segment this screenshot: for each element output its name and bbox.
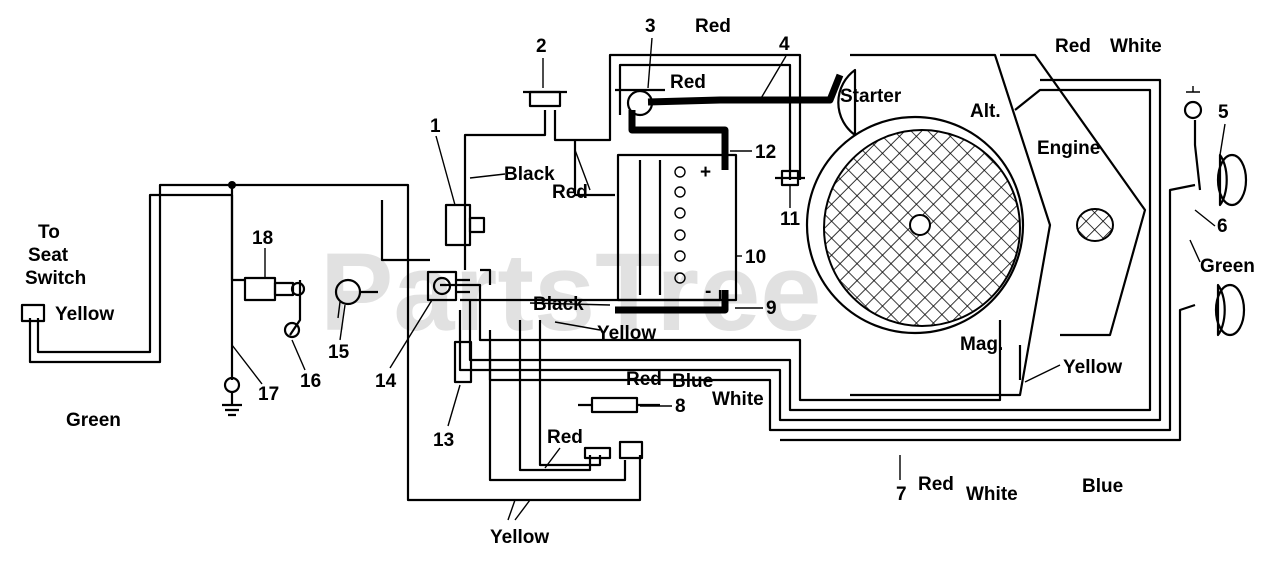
component-8 [578,396,660,414]
component-13 [453,340,473,384]
callout-1: 1 [430,116,441,137]
callout-numbers: 1 2 3 4 5 6 7 8 9 10 11 12 13 14 15 16 1… [252,16,1229,505]
callout-16: 16 [300,371,321,392]
callout-17: 17 [258,384,279,405]
callout-12: 12 [755,142,776,163]
ground-right [1183,86,1203,120]
label-white-bottom: White [966,484,1018,505]
component-2 [523,90,567,108]
starter-motor [837,68,857,137]
label-red-bottom: Red [918,474,954,495]
battery: + - [616,153,738,302]
label-red-top-right: Red [1055,36,1091,57]
callout-8: 8 [675,396,686,417]
label-red-top: Red [695,16,731,37]
callout-5: 5 [1218,102,1229,123]
callout-14: 14 [375,371,397,392]
watermark: PartsTree [320,231,821,354]
label-yellow-bottom: Yellow [490,527,549,548]
label-starter: Starter [840,86,902,107]
label-black-mid: Black [533,294,584,315]
callout-4: 4 [779,34,790,55]
label-switch: Switch [25,268,86,289]
battery-minus: - [705,281,711,302]
callout-18: 18 [252,228,273,249]
ignition-key [334,278,378,319]
callout-13: 13 [433,430,454,451]
label-blue-mid: Blue [672,371,713,392]
headlight-upper [1216,153,1248,207]
leader-lines [231,37,1226,521]
label-seat: Seat [28,245,69,266]
headlight-lower [1214,283,1246,337]
switch-18 [243,276,306,302]
ignition-switch [426,270,470,302]
label-red-starter: Red [670,72,706,93]
callout-7: 7 [896,484,907,505]
ground-terminal [222,376,242,417]
engine [805,53,1147,397]
battery-plus: + [700,162,711,183]
label-black-top: Black [504,164,555,185]
callout-11: 11 [780,209,801,230]
component-1-switch [444,203,486,247]
label-red-mid: Red [626,369,662,390]
label-alt: Alt. [970,101,1001,122]
callout-10: 10 [745,247,766,268]
component-16 [283,280,302,339]
label-yellow-left: Yellow [55,304,114,325]
connector-a [583,446,612,460]
label-red-lower: Red [547,427,583,448]
callout-9: 9 [766,298,777,319]
connector-b [618,440,644,460]
connector-11 [775,169,805,187]
callout-3: 3 [645,16,656,37]
label-red-top-mid: Red [552,182,588,203]
seat-switch-connector [20,303,46,323]
label-green-left: Green [66,410,121,431]
callout-2: 2 [536,36,547,57]
label-yellow-mag: Yellow [1063,357,1122,378]
label-engine: Engine [1037,138,1100,159]
starter-solenoid [615,88,665,117]
callout-6: 6 [1217,216,1228,237]
label-mag: Mag. [960,334,1003,355]
label-green-right: Green [1200,256,1255,277]
label-blue-bottom: Blue [1082,476,1123,497]
wire-labels: To Seat Switch Yellow Green Black Red Re… [25,16,1255,548]
label-white-top-right: White [1110,36,1162,57]
callout-15: 15 [328,342,350,363]
label-yellow-mid: Yellow [597,323,656,344]
label-to: To [38,222,60,243]
label-white-mid: White [712,389,764,410]
